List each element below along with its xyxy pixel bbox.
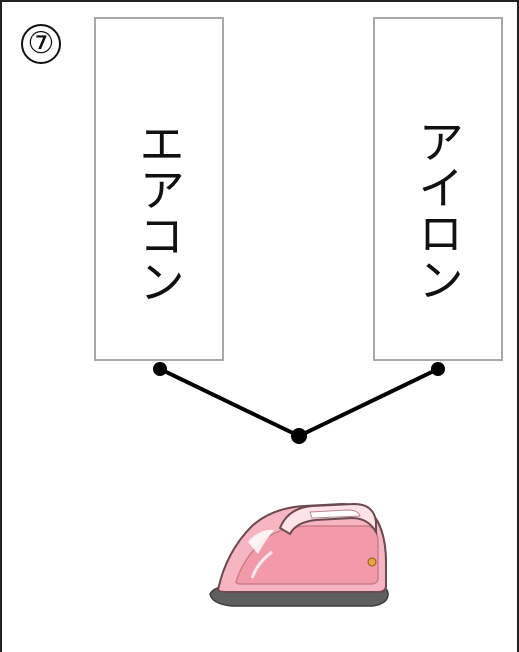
choice-card-right-label: アイロン bbox=[411, 118, 465, 302]
connector-line-right bbox=[297, 367, 440, 438]
connector-dot-right[interactable] bbox=[431, 362, 445, 376]
clothes-iron-icon bbox=[209, 502, 389, 607]
connector-line-left bbox=[158, 367, 301, 438]
choice-card-right[interactable]: アイロン bbox=[373, 17, 503, 361]
iron-dial bbox=[367, 557, 377, 567]
choice-card-left-label: エアコン bbox=[132, 120, 186, 304]
connector-dot-picture[interactable] bbox=[291, 428, 307, 444]
connector-dot-left[interactable] bbox=[153, 362, 167, 376]
choice-card-left[interactable]: エアコン bbox=[94, 17, 224, 361]
question-number: ⑦ bbox=[21, 24, 61, 64]
